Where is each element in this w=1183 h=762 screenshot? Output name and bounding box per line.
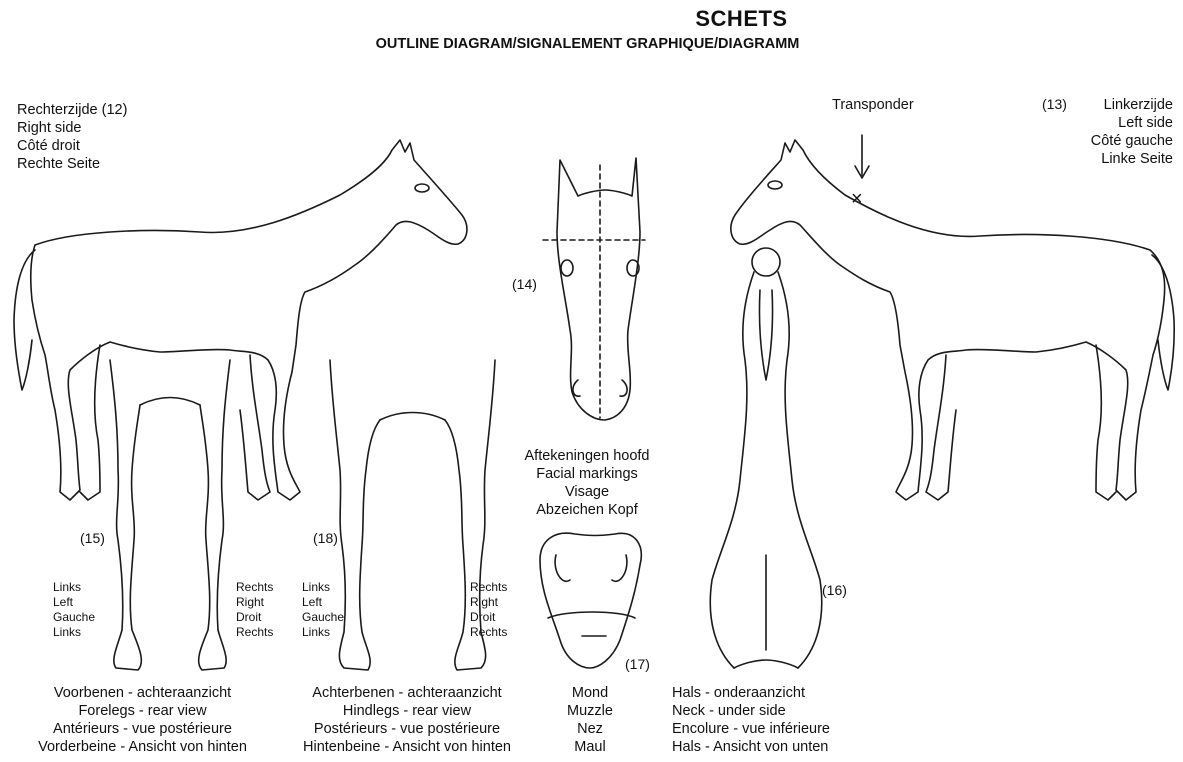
head-outline [557,158,640,420]
head-front-view-outline [543,158,645,420]
forelegs-rear-view-outline [110,360,230,670]
muzzle-shape [540,533,641,668]
foreleg-left [110,360,141,670]
left-side-horse-body [731,140,1165,500]
left-side-horse-eye [768,181,782,189]
hindlegs-crotch [380,413,445,421]
forelegs-chest [140,398,200,406]
left-side-horse-near-foreleg [926,355,956,500]
right-side-horse-tail [14,250,35,390]
muzzle-lip [548,612,635,618]
hindleg-left [330,360,380,670]
muzzle-nostrils [555,555,627,581]
neck-throat [759,290,772,380]
muzzle-outline [540,533,641,668]
transponder-arrow [855,135,869,178]
neck-chest [734,660,798,668]
left-side-horse-outline [731,135,1174,500]
right-side-horse-outline [14,140,467,500]
right-side-horse-eye [415,184,429,192]
hindleg-right [445,360,495,670]
neck-chin [752,248,780,276]
neck-underside-outline [710,248,821,668]
head-left-eye [561,260,573,276]
foreleg-right [199,360,230,670]
right-side-horse-body [31,140,467,500]
right-side-horse-near-foreleg [240,355,270,500]
hindlegs-rear-view-outline [330,360,495,670]
left-side-horse-hindleg [1096,345,1116,500]
right-side-horse-hindleg [80,345,100,500]
